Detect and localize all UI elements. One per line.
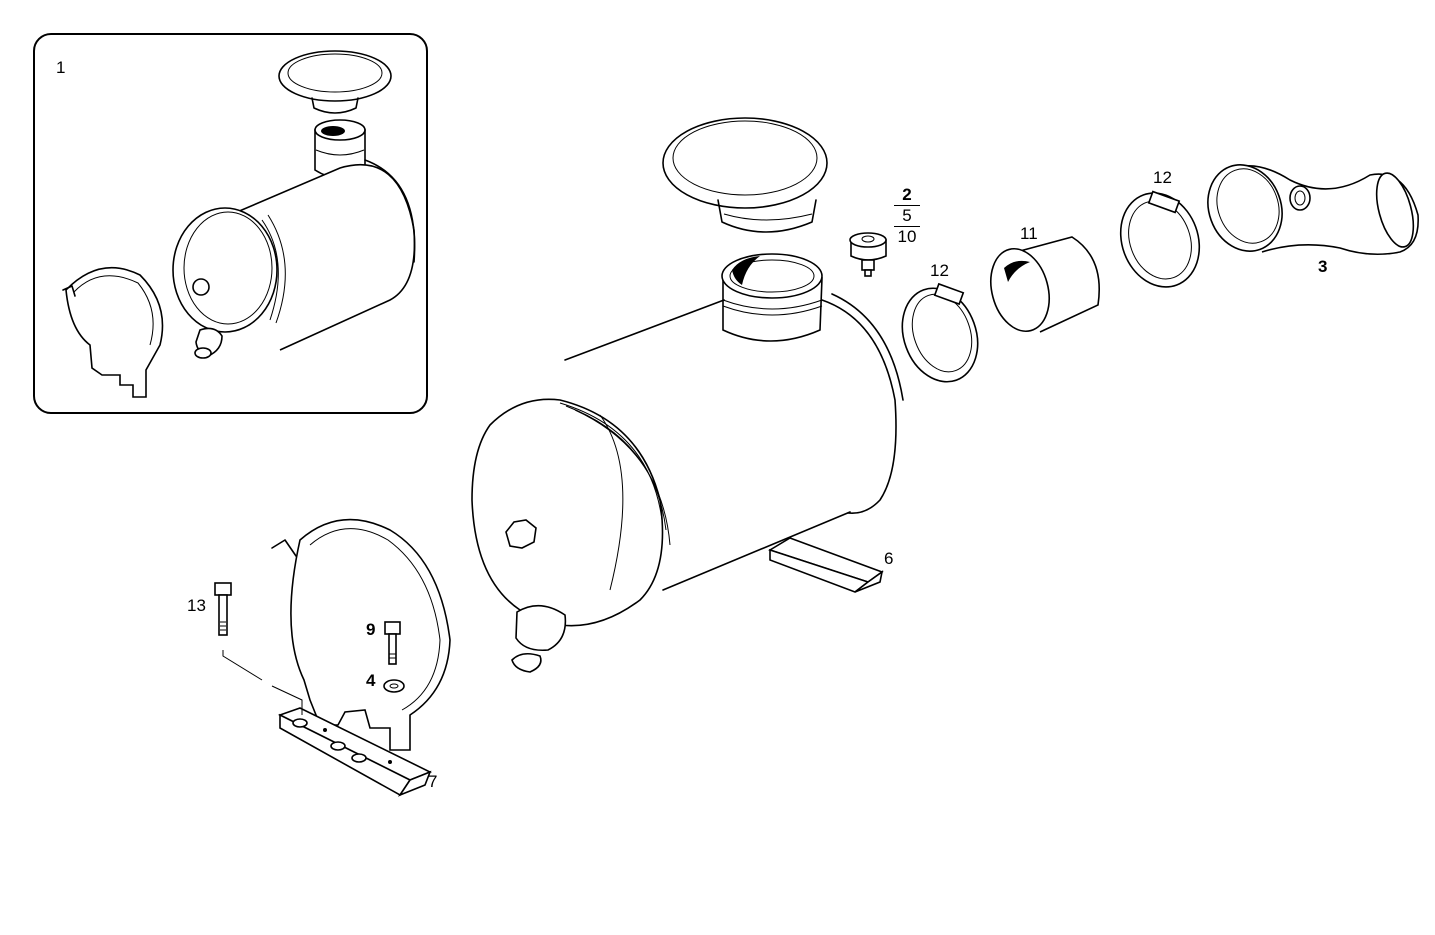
callout-11: 11 [1020,224,1038,243]
restriction-indicator [849,232,887,277]
callout-13: 13 [187,596,206,615]
rubber-sleeve [990,236,1100,333]
hose-clamp-2 [1119,190,1201,288]
bracket-strap [271,518,451,797]
callout-9: 9 [366,620,376,639]
callout-2: 2 [902,185,912,204]
callout-10: 10 [894,226,920,247]
washer-4 [383,679,405,693]
main-filter-housing [471,117,904,673]
elbow-pipe [1207,164,1419,256]
bolt-13 [214,582,303,715]
inset-frame [33,33,428,414]
callout-4: 4 [366,671,376,690]
inset-assembled-filter [62,50,416,398]
hose-clamp-1 [901,282,979,383]
callout-6: 6 [884,549,894,568]
callout-7: 7 [428,772,438,791]
callout-12-left: 12 [930,261,949,280]
callout-stack-2-5-10: 2 5 10 [894,185,920,247]
callout-3: 3 [1318,257,1328,276]
bolt-9 [384,621,401,665]
callout-5: 5 [894,205,920,226]
callout-1: 1 [56,58,66,77]
callout-12-right: 12 [1153,168,1172,187]
